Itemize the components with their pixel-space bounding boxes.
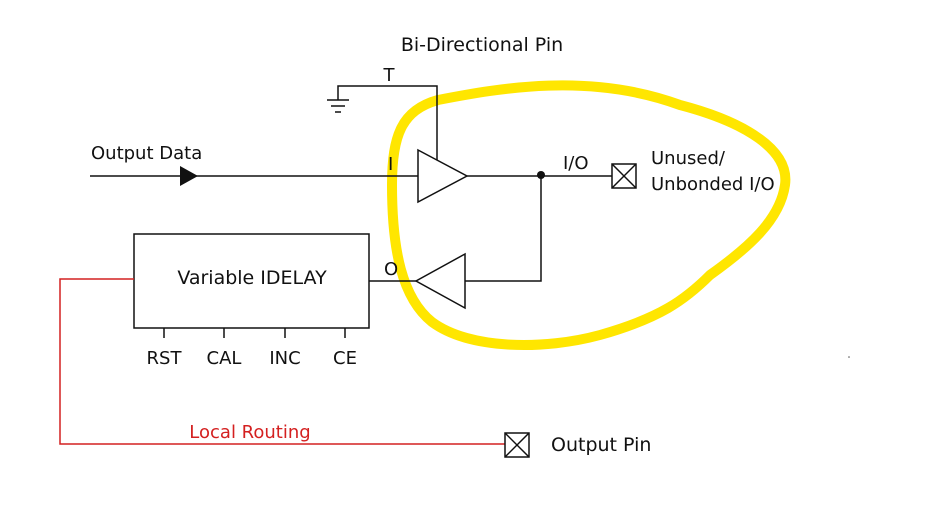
t-pin-label: T <box>383 65 396 86</box>
output-pin-pad-icon <box>504 432 530 458</box>
control-pin-ticks <box>163 328 346 338</box>
highlight-circle <box>387 80 791 350</box>
output-buffer <box>417 148 469 204</box>
io-pin-label: I/O <box>563 153 589 174</box>
arrow-right-icon <box>180 166 198 186</box>
local-routing-label: Local Routing <box>189 422 310 443</box>
unused-pad-icon <box>611 163 637 189</box>
idelay-block <box>133 233 370 329</box>
return-wire <box>465 176 542 282</box>
junction-dot <box>537 171 545 179</box>
output-pin-label: Output Pin <box>551 434 651 456</box>
i-pin-label: I <box>388 154 393 175</box>
input-buffer <box>414 252 466 310</box>
bidirectional-pin-title: Bi-Directional Pin <box>401 34 563 56</box>
ce-pin-label: CE <box>333 348 357 369</box>
ground-icon <box>327 94 349 113</box>
o-pin-label: O <box>384 259 398 280</box>
inc-pin-label: INC <box>269 348 300 369</box>
output-data-label: Output Data <box>91 143 202 164</box>
unused-label-line2: Unbonded I/O <box>651 174 775 195</box>
cal-pin-label: CAL <box>207 348 242 369</box>
t-wire <box>337 85 438 160</box>
idelay-block-label: Variable IDELAY <box>177 267 327 289</box>
stray-dot <box>848 356 850 358</box>
local-routing-wire <box>59 278 505 445</box>
rst-pin-label: RST <box>147 348 183 369</box>
unused-label-line1: Unused/ <box>651 148 726 169</box>
